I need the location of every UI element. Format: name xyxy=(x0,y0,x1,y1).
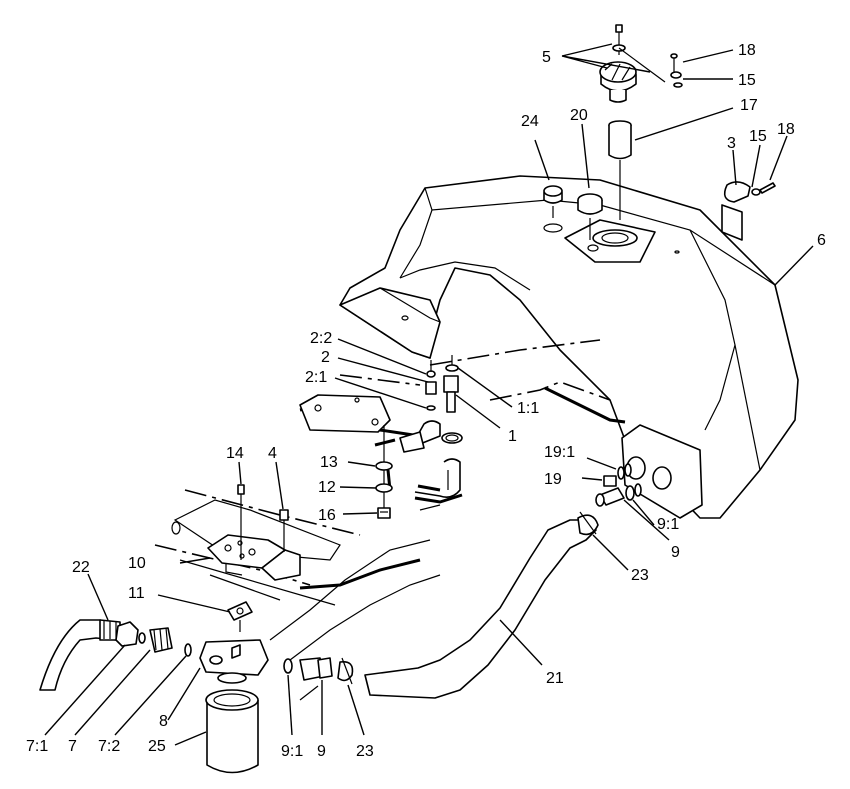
callout-24: 24 xyxy=(521,113,539,130)
filler-neck-cap xyxy=(577,193,603,240)
callout-9-1: 9:1 xyxy=(657,516,679,533)
fuel-fittings xyxy=(399,355,463,453)
callout-2-1: 2:1 xyxy=(305,369,327,386)
filter-clamp xyxy=(227,601,253,632)
filter-bracket xyxy=(207,484,301,581)
callout-6: 6 xyxy=(817,232,826,249)
callout-7-1: 7:1 xyxy=(26,738,48,755)
outlet-fittings xyxy=(595,463,642,507)
callout-7: 7 xyxy=(68,738,77,755)
fuel-tank xyxy=(339,175,799,519)
callout-15: 15 xyxy=(738,72,756,89)
callout-17: 17 xyxy=(740,97,758,114)
callout-9: 9 xyxy=(317,743,326,760)
fuel-filter-assembly xyxy=(199,639,269,774)
callout-12: 12 xyxy=(318,479,336,496)
callout-16: 16 xyxy=(318,507,336,524)
callout-1: 1 xyxy=(508,428,517,445)
inlet-fittings xyxy=(39,619,192,691)
callout-21: 21 xyxy=(546,670,564,687)
callout-13: 13 xyxy=(320,454,338,471)
callout-labels: 5 18 15 17 24 20 3 15 18 6 2:2 2 2:1 1:1… xyxy=(26,42,826,760)
callout-25: 25 xyxy=(148,738,166,755)
fuel-cap xyxy=(599,24,666,103)
callout-2-2: 2:2 xyxy=(310,330,332,347)
callout-23: 23 xyxy=(356,743,374,760)
callout-19-1: 19:1 xyxy=(544,444,575,461)
callout-22: 22 xyxy=(72,559,90,576)
callout-11: 11 xyxy=(128,585,145,602)
callout-leaders xyxy=(44,43,814,746)
callout-20: 20 xyxy=(570,107,588,124)
fuel-hose xyxy=(364,511,599,699)
callout-15: 15 xyxy=(749,128,767,145)
callout-23: 23 xyxy=(631,567,649,584)
vent-cap xyxy=(543,185,563,218)
callout-19: 19 xyxy=(544,471,562,488)
callout-1-1: 1:1 xyxy=(517,400,539,417)
callout-8: 8 xyxy=(159,713,168,730)
callout-4: 4 xyxy=(268,445,277,462)
callout-2: 2 xyxy=(321,349,330,366)
callout-5: 5 xyxy=(542,49,551,66)
filter-outlet-fittings xyxy=(283,657,354,701)
callout-10: 10 xyxy=(128,555,146,572)
filler-strainer xyxy=(608,120,632,220)
callout-7-2: 7:2 xyxy=(98,738,120,755)
frame-rails xyxy=(154,489,441,661)
callout-14: 14 xyxy=(226,445,244,462)
callout-18: 18 xyxy=(738,42,756,59)
tether-screw xyxy=(670,53,683,88)
callout-9: 9 xyxy=(671,544,680,561)
tank-bracket xyxy=(721,181,776,241)
callout-18: 18 xyxy=(777,121,795,138)
callout-3: 3 xyxy=(727,135,736,152)
mounting-plate xyxy=(299,394,391,433)
callout-9-1: 9:1 xyxy=(281,743,303,760)
